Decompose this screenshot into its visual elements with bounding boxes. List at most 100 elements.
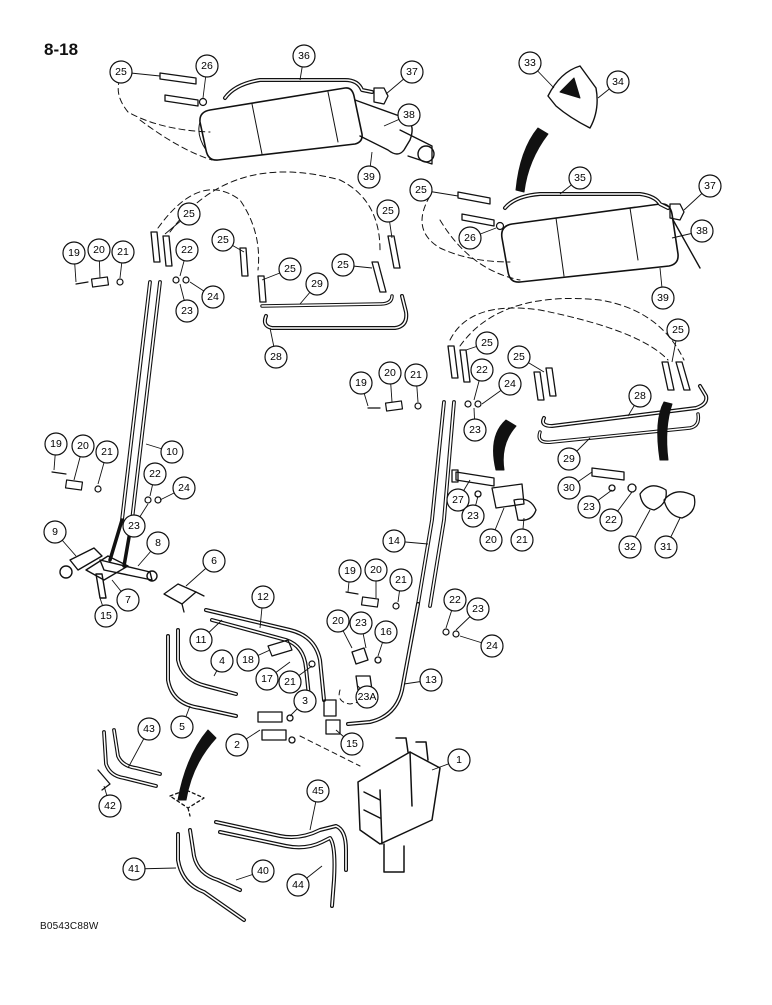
callout-label-c24c: 24	[178, 482, 190, 494]
adapter-fittings-2-3	[257, 711, 296, 744]
callout-bubble-c23d: 23	[461, 504, 485, 528]
callout-label-c19c: 19	[50, 438, 62, 450]
callout-bubble-c29a: 29	[305, 272, 329, 296]
callout-bubble-c37a: 37	[400, 60, 424, 84]
callout-bubble-c21b: 21	[404, 363, 428, 387]
callout-bubble-c19a: 19	[62, 241, 86, 265]
pointer-arrow-lower	[177, 729, 217, 801]
callout-bubble-c30: 30	[557, 476, 581, 500]
callout-bubble-c21a: 21	[111, 240, 135, 264]
callout-bubble-c29b: 29	[557, 447, 581, 471]
callout-label-c34: 34	[612, 76, 624, 88]
callout-bubble-c22c: 22	[143, 462, 167, 486]
callout-label-c29b: 29	[563, 453, 575, 465]
callout-bubble-c20a: 20	[87, 238, 111, 262]
callout-label-c45: 45	[312, 785, 324, 797]
callout-label-c43: 43	[143, 723, 155, 735]
callout-bubble-c13: 13	[419, 668, 443, 692]
callout-bubble-c25e: 25	[278, 257, 302, 281]
callout-label-c12: 12	[257, 591, 269, 603]
callout-bubble-c25d: 25	[211, 228, 235, 252]
callout-bubble-c32: 32	[618, 535, 642, 559]
callout-label-c21e: 21	[284, 676, 296, 688]
callout-label-c27: 27	[452, 494, 464, 506]
callout-bubble-c28a: 28	[264, 345, 288, 369]
callout-bubble-c22b: 22	[470, 358, 494, 382]
callout-label-c33: 33	[524, 57, 536, 69]
callout-label-c44: 44	[292, 879, 304, 891]
callout-bubble-c39b: 39	[651, 286, 675, 310]
callout-label-c25e: 25	[284, 263, 296, 275]
elbow-fitting-37-left	[373, 87, 389, 105]
control-valve	[299, 735, 441, 873]
callout-bubble-c26a: 26	[195, 54, 219, 78]
callout-label-c23g: 23	[355, 617, 367, 629]
hose-fittings-25-top	[159, 72, 199, 107]
callout-label-c25c: 25	[183, 208, 195, 220]
callout-bubble-c24c: 24	[172, 476, 196, 500]
callout-bubble-c15b: 15	[340, 732, 364, 756]
callout-bubble-c25i: 25	[507, 345, 531, 369]
left-lift-cylinder	[117, 69, 435, 165]
callout-label-c26a: 26	[201, 60, 213, 72]
callout-label-c25h: 25	[481, 337, 493, 349]
callout-bubble-c24b: 24	[498, 372, 522, 396]
callout-bubble-c20b: 20	[378, 361, 402, 385]
callout-label-c38a: 38	[403, 109, 415, 121]
callout-bubble-c19d: 19	[338, 559, 362, 583]
callout-label-c14: 14	[388, 535, 400, 547]
callout-label-c25j: 25	[672, 324, 684, 336]
callout-bubble-c18: 18	[236, 648, 260, 672]
callout-label-c39a: 39	[363, 171, 375, 183]
callout-label-c24a: 24	[207, 291, 219, 303]
callout-label-c21b: 21	[410, 369, 422, 381]
callout-bubble-c10: 10	[160, 440, 184, 464]
callout-bubble-c39a: 39	[357, 165, 381, 189]
callout-label-c2: 2	[234, 739, 240, 751]
callout-label-c8: 8	[155, 537, 161, 549]
callout-label-c26b: 26	[464, 232, 476, 244]
callout-label-c22e: 22	[449, 594, 461, 606]
callout-bubble-c4: 4	[210, 649, 234, 673]
callout-label-c25a: 25	[115, 66, 127, 78]
callout-label-c41: 41	[128, 863, 140, 875]
callout-label-c22b: 22	[476, 364, 488, 376]
callout-label-c18: 18	[242, 654, 254, 666]
callout-bubble-c19b: 19	[349, 371, 373, 395]
callout-bubble-c1: 1	[447, 748, 471, 772]
callout-label-c20d: 20	[485, 534, 497, 546]
callout-label-c32: 32	[624, 541, 636, 553]
callout-bubble-c23c: 23	[122, 514, 146, 538]
callout-bubble-c35: 35	[568, 166, 592, 190]
callout-bubble-c20f: 20	[326, 609, 350, 633]
tube-28-right	[541, 384, 709, 428]
callout-bubble-c26b: 26	[458, 226, 482, 250]
callout-bubble-c9: 9	[43, 520, 67, 544]
callout-label-c22a: 22	[181, 244, 193, 256]
callout-bubble-c27: 27	[446, 488, 470, 512]
callout-bubble-c23h: 23A	[355, 685, 379, 709]
callout-label-c35: 35	[574, 172, 586, 184]
page-number: 8-18	[44, 40, 79, 59]
callout-label-c5: 5	[179, 721, 185, 733]
pointer-arrow-top	[515, 127, 549, 193]
callout-label-c20b: 20	[384, 367, 396, 379]
callout-bubble-c21e: 21	[278, 670, 302, 694]
callout-label-c42: 42	[104, 800, 116, 812]
callout-label-c23b: 23	[469, 424, 481, 436]
callout-bubble-c41: 41	[122, 857, 146, 881]
callout-bubble-c15a: 15	[94, 604, 118, 628]
manifold-fitting-small	[169, 789, 205, 817]
callout-bubble-c20d: 20	[479, 528, 503, 552]
callout-label-c19b: 19	[355, 377, 367, 389]
callout-bubble-c25g: 25	[376, 199, 400, 223]
callout-bubble-c36: 36	[292, 44, 316, 68]
callout-bubble-c6: 6	[202, 549, 226, 573]
callout-bubble-c22d: 22	[599, 508, 623, 532]
callout-bubble-c22a: 22	[175, 238, 199, 262]
callout-label-c19a: 19	[68, 247, 80, 259]
clamp-hardware-left-upper	[75, 276, 190, 288]
callout-bubble-c24a: 24	[201, 285, 225, 309]
callout-bubble-c12: 12	[251, 585, 275, 609]
callout-bubble-c16: 16	[374, 620, 398, 644]
